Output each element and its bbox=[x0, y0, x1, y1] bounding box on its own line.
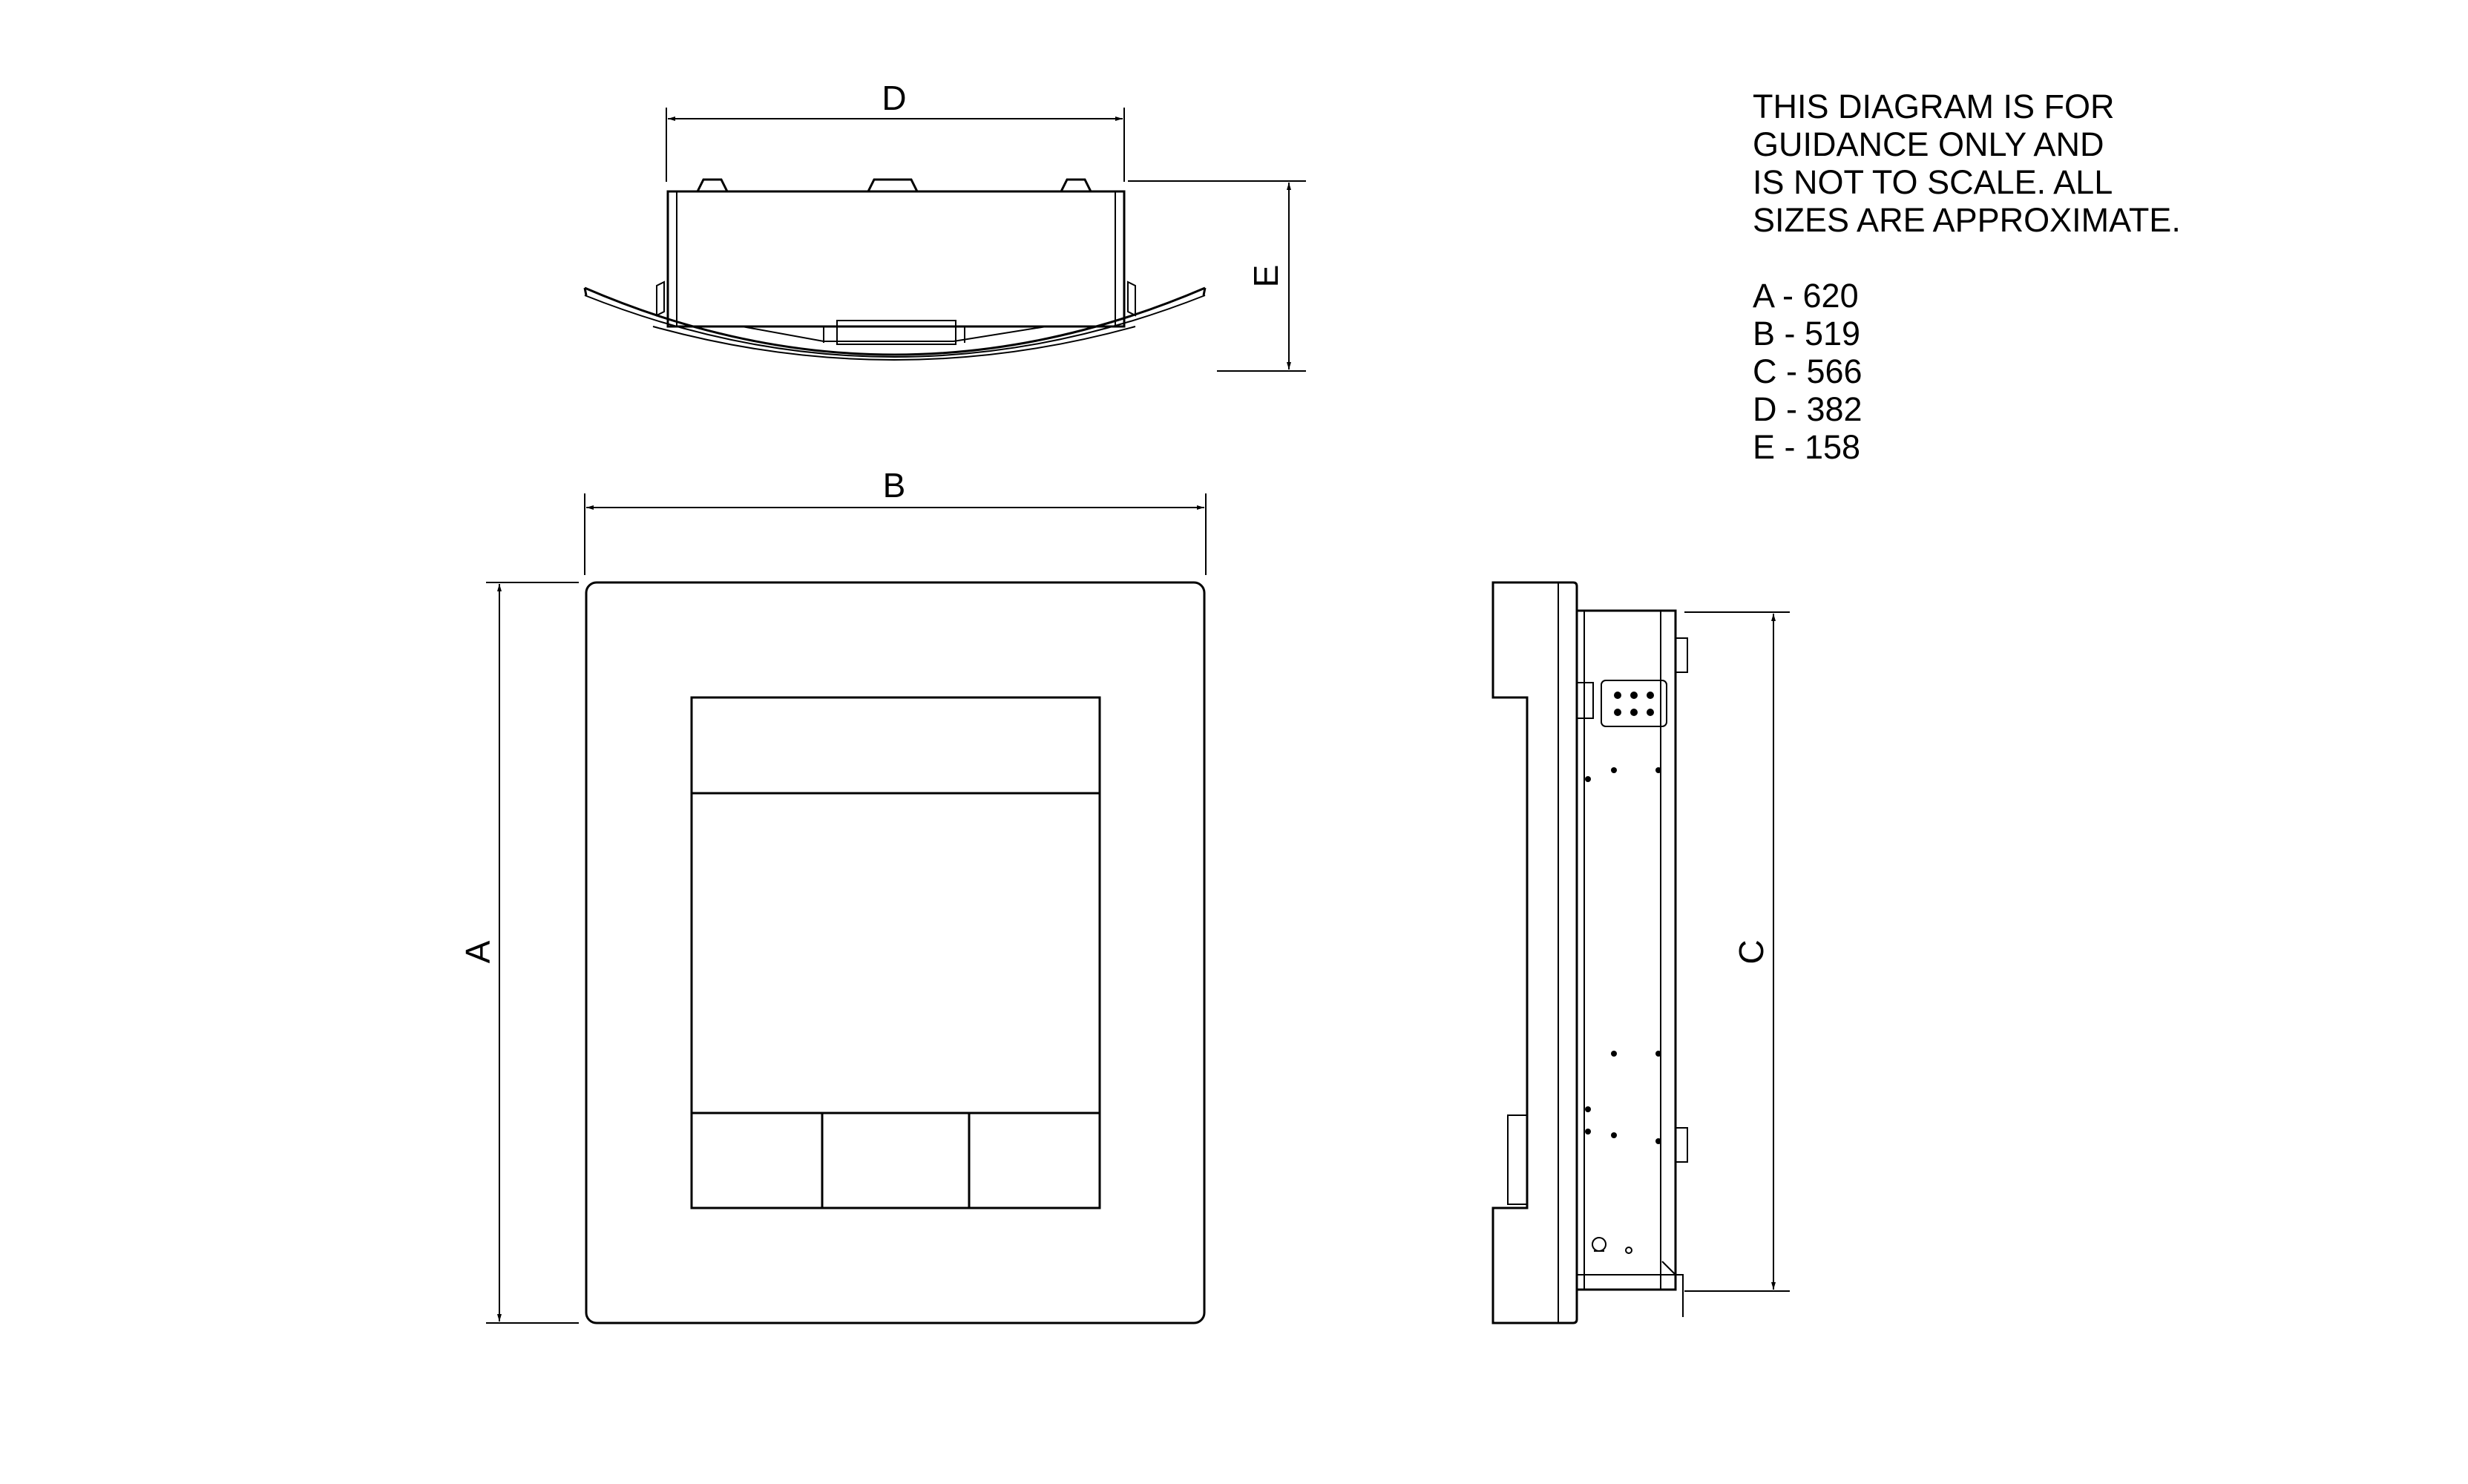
top-tab-left bbox=[696, 178, 729, 192]
front-frame bbox=[585, 581, 1206, 1324]
dimension-list: A - 620 B - 519 C - 566 D - 382 E - 158 bbox=[1753, 277, 2181, 466]
top-tab-middle bbox=[867, 178, 919, 192]
fire-opening bbox=[690, 696, 1101, 1209]
dimension-b-value: B - 519 bbox=[1753, 315, 1861, 352]
front-view bbox=[486, 493, 1207, 1324]
dimension-e-value: E - 158 bbox=[1753, 428, 1861, 466]
note-line: GUIDANCE ONLY AND bbox=[1753, 125, 2104, 163]
side-bracket-right bbox=[1127, 280, 1136, 317]
dimension-c-value: C - 566 bbox=[1753, 352, 1863, 390]
dimension-d-value: D - 382 bbox=[1753, 390, 1863, 428]
dimension-a-label: A bbox=[459, 940, 497, 963]
top-view-box bbox=[666, 190, 1126, 328]
note-line: THIS DIAGRAM IS FOR bbox=[1753, 88, 2115, 125]
curved-front-outer bbox=[584, 286, 1206, 356]
dimension-b-label: B bbox=[883, 466, 906, 505]
side-frame-profile bbox=[1491, 581, 1578, 1324]
note-line: SIZES ARE APPROXIMATE. bbox=[1753, 201, 2181, 239]
side-bracket-left bbox=[656, 280, 665, 317]
note-line: IS NOT TO SCALE. ALL bbox=[1753, 163, 2113, 201]
dimension-d-label: D bbox=[882, 79, 906, 117]
dimension-a-value: A - 620 bbox=[1753, 277, 1859, 315]
side-bracket-top bbox=[1675, 637, 1688, 673]
top-tab-right bbox=[1060, 178, 1092, 192]
side-bracket-bottom bbox=[1675, 1127, 1688, 1163]
connector-block bbox=[1601, 680, 1667, 727]
dimension-c-label: C bbox=[1732, 939, 1770, 964]
side-view bbox=[1491, 581, 1790, 1324]
guidance-note: THIS DIAGRAM IS FOR GUIDANCE ONLY AND IS… bbox=[1753, 88, 2181, 466]
side-screws bbox=[1585, 692, 1661, 1144]
dimension-e-label: E bbox=[1247, 265, 1285, 288]
top-view bbox=[583, 108, 1306, 372]
